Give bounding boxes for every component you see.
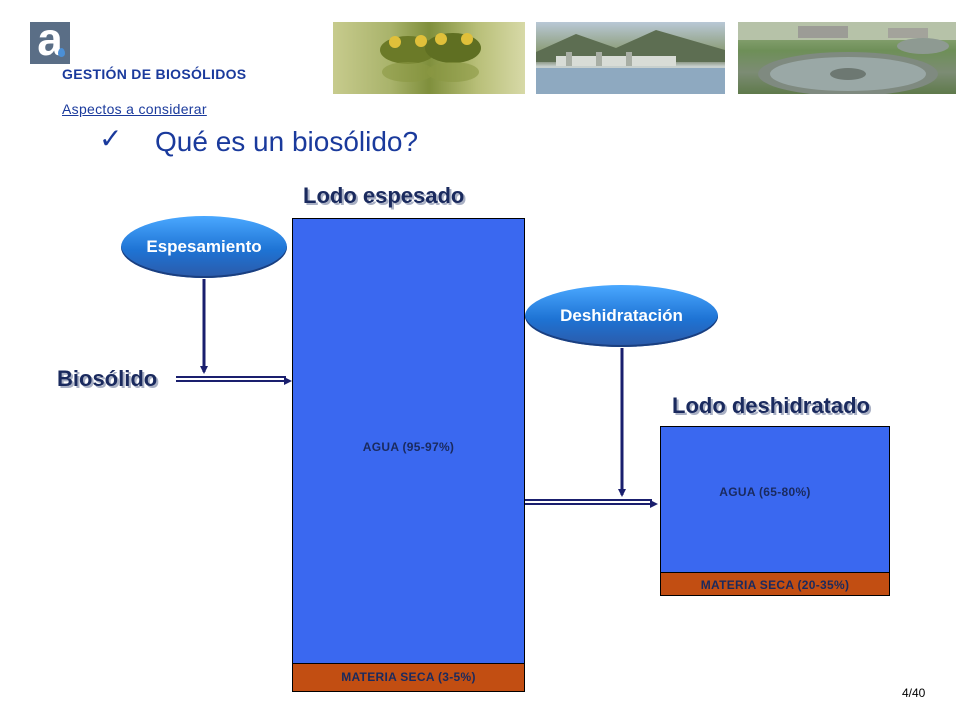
dam-reservoir-photo xyxy=(536,22,725,94)
arrow-thickened-to-dewatered xyxy=(525,499,658,508)
company-logo xyxy=(30,22,70,64)
dewatered-sludge-label: Lodo deshidratado xyxy=(672,393,870,418)
thickened-solids-label: MATERIA SECA (3-5%) xyxy=(341,670,476,684)
slide-title: Qué es un biosólido? xyxy=(155,126,419,157)
dewatered-sludge-solids-box xyxy=(660,572,890,596)
process-thickening: Espesamiento xyxy=(121,216,287,278)
water-drop-icon xyxy=(58,48,65,57)
dewatered-sludge-water-box xyxy=(660,426,890,596)
process-dewatering: Deshidratación xyxy=(525,285,718,347)
frogs-in-water-photo xyxy=(333,22,525,94)
thickened-sludge-label: Lodo espesado xyxy=(303,183,465,208)
section-title: GESTIÓN DE BIOSÓLIDOS xyxy=(62,66,247,82)
biosolid-label: Biosólido xyxy=(57,366,158,391)
dewatered-water-label: AGUA (65-80%) xyxy=(719,485,811,499)
treatment-plant-photo xyxy=(738,22,956,94)
dewatered-solids-label: MATERIA SECA (20-35%) xyxy=(700,578,850,592)
page-number: 4/40 xyxy=(902,686,926,700)
thickened-sludge-solids-box xyxy=(292,663,525,692)
thickened-water-label: AGUA (95-97%) xyxy=(362,440,455,454)
thickened-sludge-water-box xyxy=(292,218,525,692)
arrow-biosolid-to-thickened xyxy=(176,376,292,385)
checkmark-icon: ✓ xyxy=(99,123,123,154)
subsection-link[interactable]: Aspectos a considerar xyxy=(62,101,207,117)
logo-dots: ······· xyxy=(30,57,61,68)
